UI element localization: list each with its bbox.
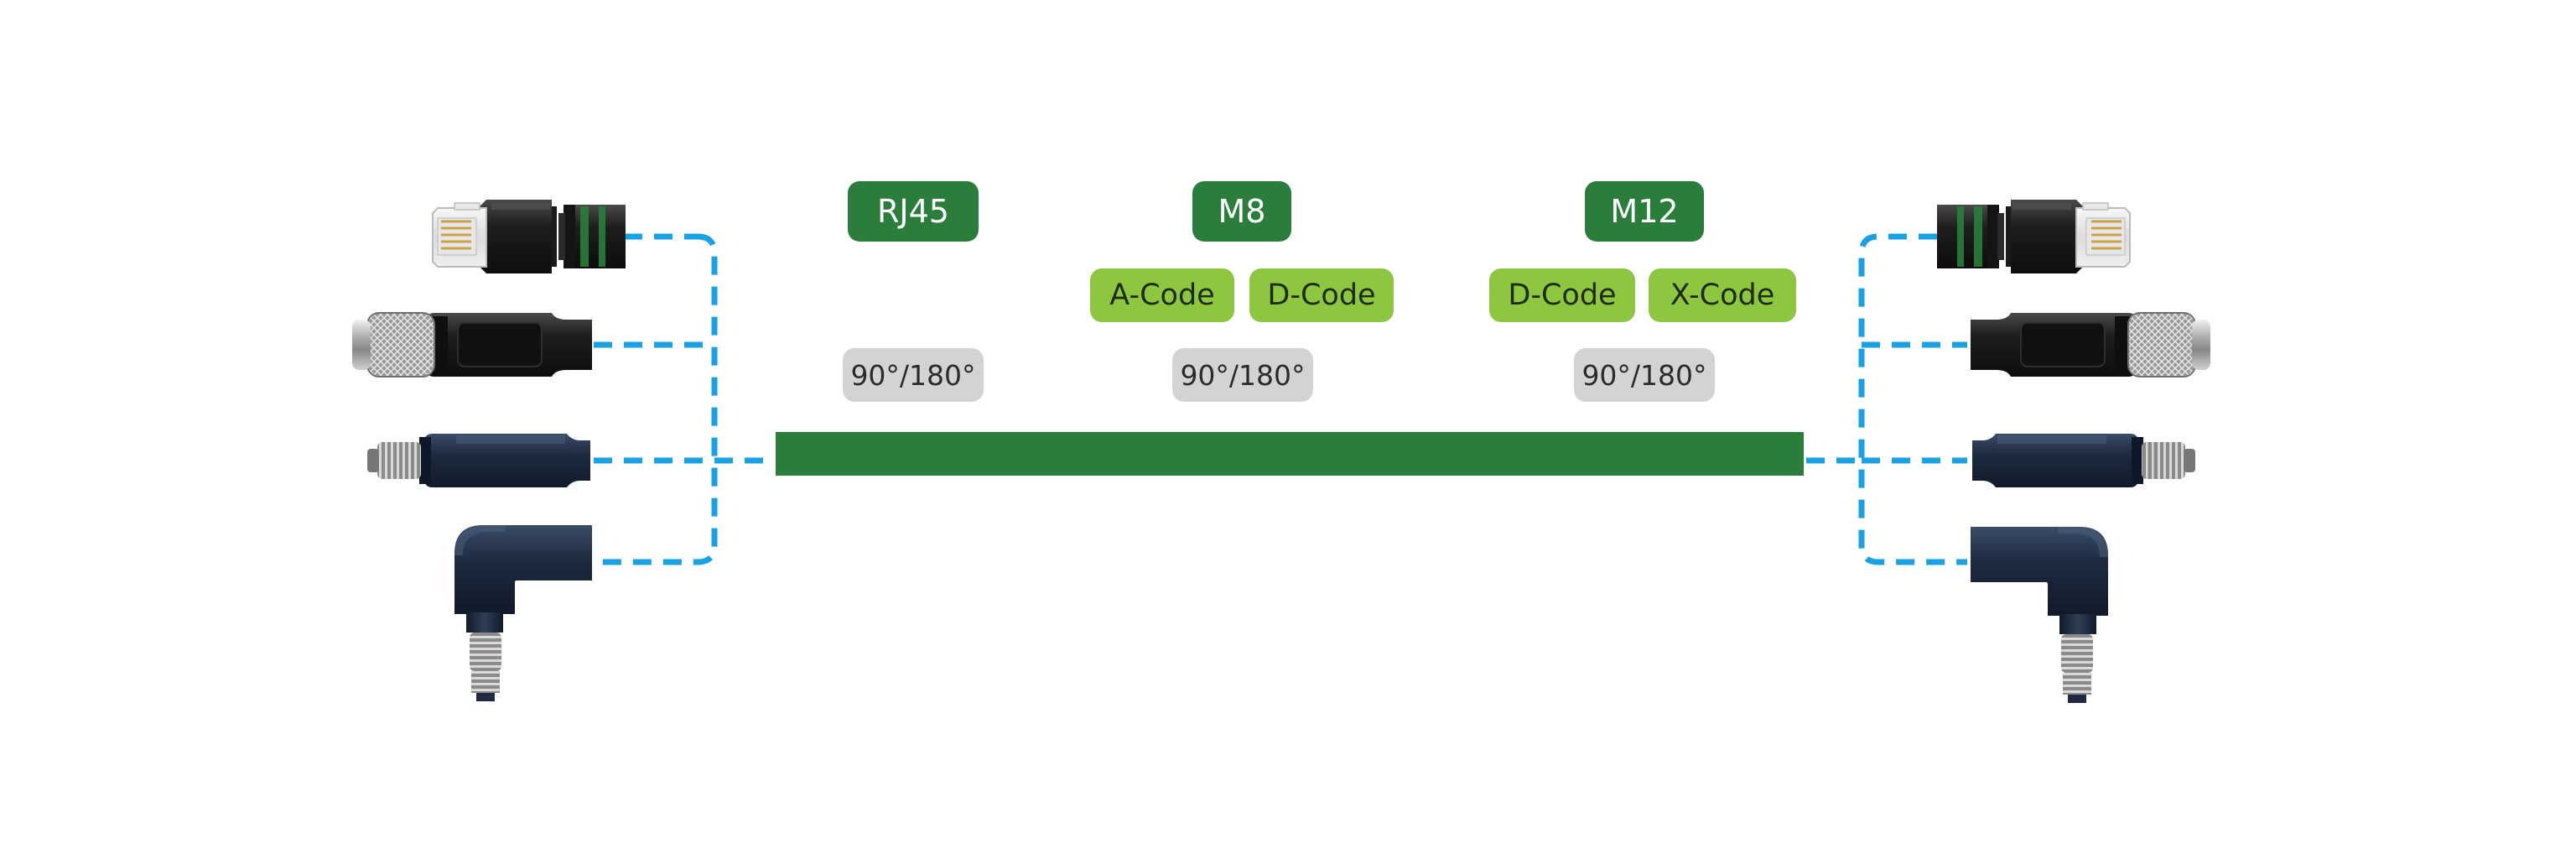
m12-angled-connector-icon — [1971, 527, 2108, 703]
m8-straight-connector-icon — [1972, 434, 2195, 487]
m8-angled-connector-icon — [454, 525, 592, 701]
rj45-plug-icon — [431, 198, 627, 275]
connector-type-badge-rj45: RJ45 — [848, 181, 979, 242]
cable — [776, 432, 1804, 476]
right-connector-lines — [1806, 233, 1967, 565]
m12-straight-connector-icon — [351, 312, 593, 377]
angle-badge-rj45: 90°/180° — [843, 348, 984, 402]
angle-badge-m12: 90°/180° — [1574, 348, 1715, 402]
m8-straight-connector-icon — [367, 434, 590, 487]
connector-type-badge-m12: M12 — [1585, 181, 1704, 242]
angle-badge-m8: 90°/180° — [1172, 348, 1313, 402]
rj45-plug-icon — [1935, 198, 2132, 275]
m12-straight-connector-icon — [1970, 312, 2211, 377]
connector-type-badge-m8: M8 — [1192, 181, 1291, 242]
code-badge-m8-a: A-Code — [1090, 268, 1234, 322]
left-connector-lines — [594, 233, 773, 565]
code-badge-m8-d: D-Code — [1249, 268, 1394, 322]
code-badge-m12-d: D-Code — [1489, 268, 1635, 322]
code-badge-m12-x: X-Code — [1649, 268, 1796, 322]
